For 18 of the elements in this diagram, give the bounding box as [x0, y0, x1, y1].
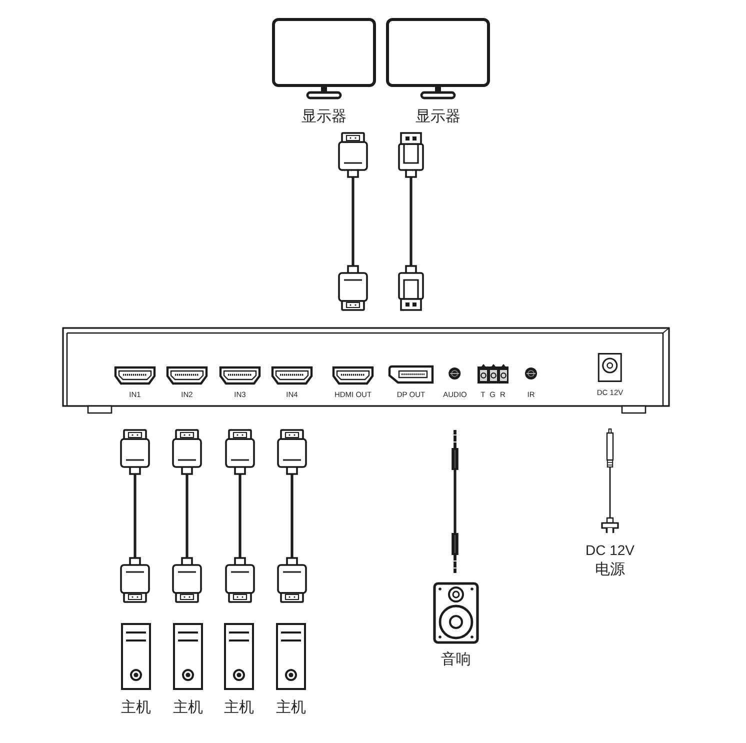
hdmi-cable: [338, 132, 368, 311]
computer-label: 主机: [121, 698, 151, 716]
computer-label: 主机: [173, 698, 203, 716]
speaker-label: 音响: [441, 650, 471, 668]
hdmi-cable: [172, 429, 202, 603]
monitor-label: 显示器: [302, 108, 346, 125]
computer-label: 主机: [276, 698, 306, 716]
power-cable: [601, 428, 619, 534]
hdmi-cable: [225, 429, 255, 603]
displayport-cable: [398, 132, 424, 311]
device-rear-panel: [62, 327, 670, 415]
power-label: 电源: [595, 561, 625, 578]
hdmi-cable: [277, 429, 307, 603]
audio-cable: [451, 430, 459, 574]
hdmi-cable: [120, 429, 150, 603]
computer-label: 主机: [224, 698, 254, 716]
power-label: DC 12V: [585, 541, 635, 559]
monitor-label: 显示器: [416, 108, 460, 125]
